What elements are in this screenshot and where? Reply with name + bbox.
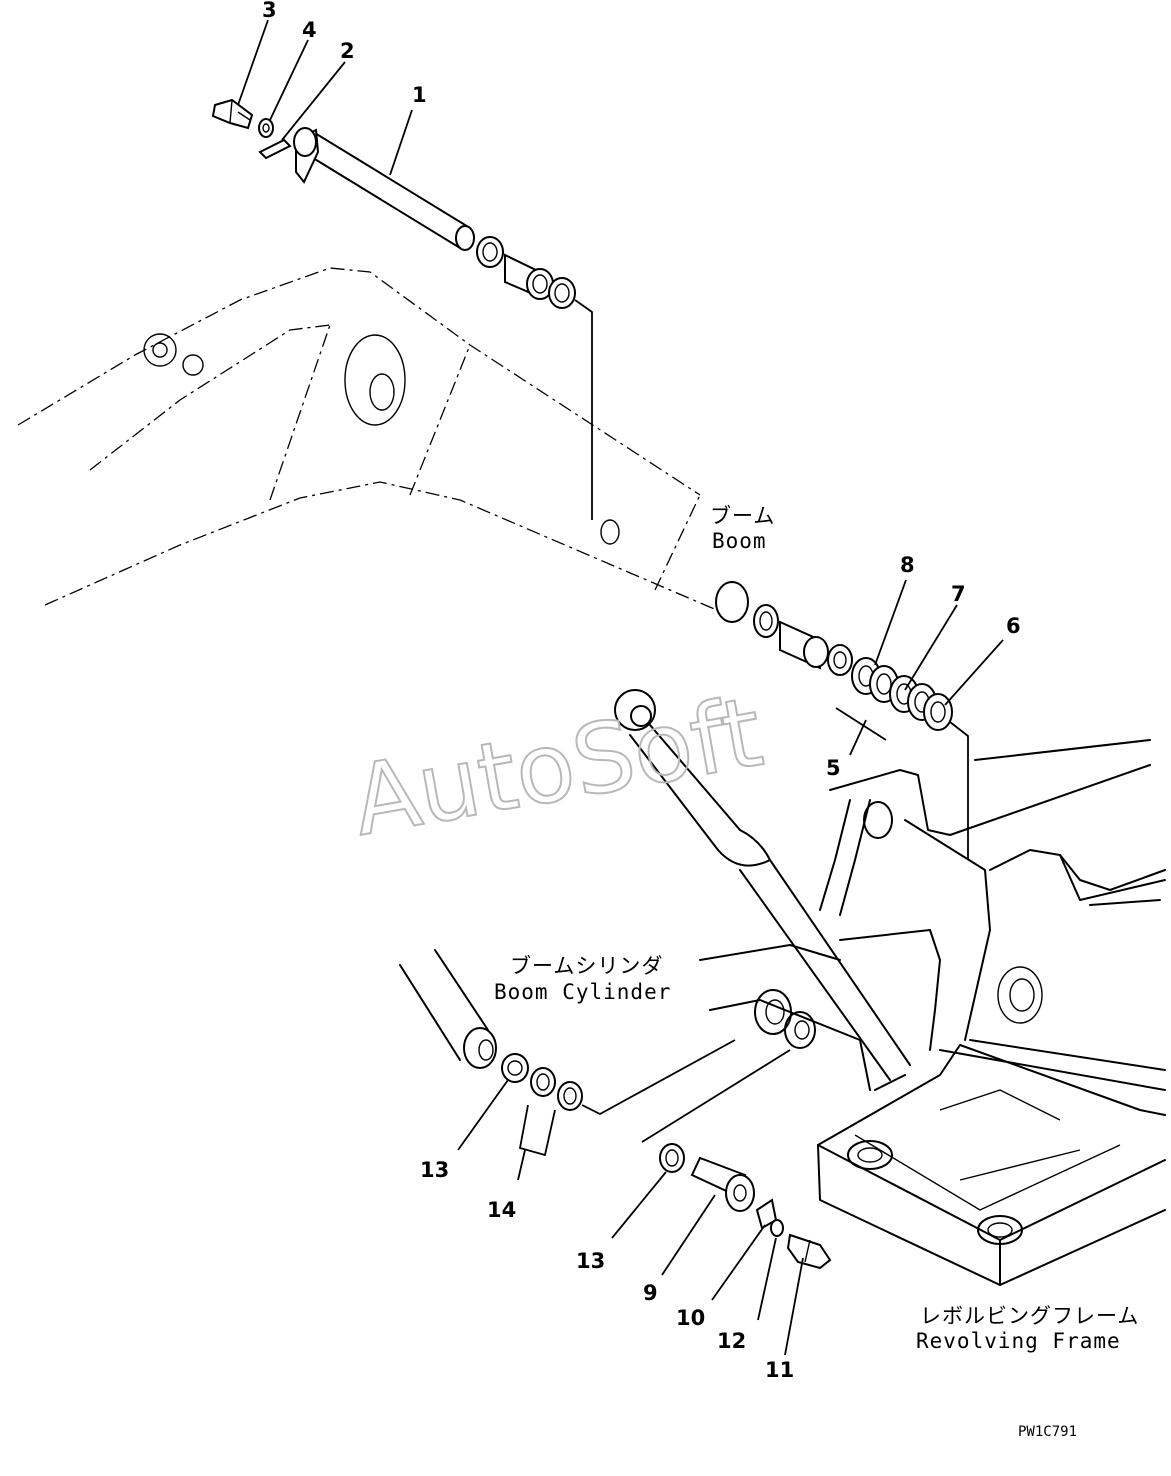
callout-9: 9 (643, 1281, 658, 1305)
callout-2: 2 (340, 39, 355, 63)
watermark-text: AutoSoft (345, 676, 770, 858)
boom-cylinder (614, 689, 911, 1091)
callout-7: 7 (951, 582, 966, 606)
leader-lines (237, 19, 1004, 1356)
callout-13-lower: 13 (576, 1249, 605, 1273)
revolving-frame-label-jp: レボルビングフレーム (920, 1304, 1139, 1328)
shim-stack (835, 657, 969, 860)
upper-bushings (476, 236, 593, 520)
cylinder-foot-seals (501, 1039, 736, 1116)
figure-code: PW1C791 (1018, 1424, 1077, 1440)
callout-1: 1 (412, 83, 427, 107)
boom-cylinder-label-jp: ブームシリンダ (510, 954, 663, 978)
callout-5: 5 (826, 756, 841, 780)
callout-13-upper: 13 (420, 1158, 449, 1182)
revolving-frame-label-en: Revolving Frame (916, 1329, 1121, 1353)
callout-11: 11 (765, 1358, 794, 1382)
boom-foot-pin (293, 127, 475, 251)
callout-12: 12 (717, 1329, 746, 1353)
callout-6: 6 (1006, 614, 1021, 638)
washer (258, 118, 274, 138)
callout-numbers: 1 2 3 4 5 6 7 8 9 10 11 12 13 13 14 (262, 0, 1021, 1382)
boom-foot-bushings (715, 581, 853, 676)
callout-14: 14 (487, 1198, 516, 1222)
callout-4: 4 (302, 18, 317, 42)
bolt (211, 98, 254, 130)
boom-cylinder-label-en: Boom Cylinder (494, 980, 671, 1004)
callout-10: 10 (676, 1306, 705, 1330)
boom-outline (17, 267, 741, 621)
boom-cylinder-lower (399, 949, 497, 1069)
callout-8: 8 (900, 553, 915, 577)
callout-3: 3 (262, 0, 277, 22)
boom-label-jp: ブーム (710, 504, 775, 528)
component-labels: ブーム Boom ブームシリンダ Boom Cylinder レボルビングフレー… (494, 504, 1139, 1440)
lock-plate (258, 138, 292, 160)
cylinder-foot-pin-set (641, 1049, 832, 1270)
revolving-frame (699, 739, 1166, 1286)
boom-label-en: Boom (712, 529, 767, 553)
